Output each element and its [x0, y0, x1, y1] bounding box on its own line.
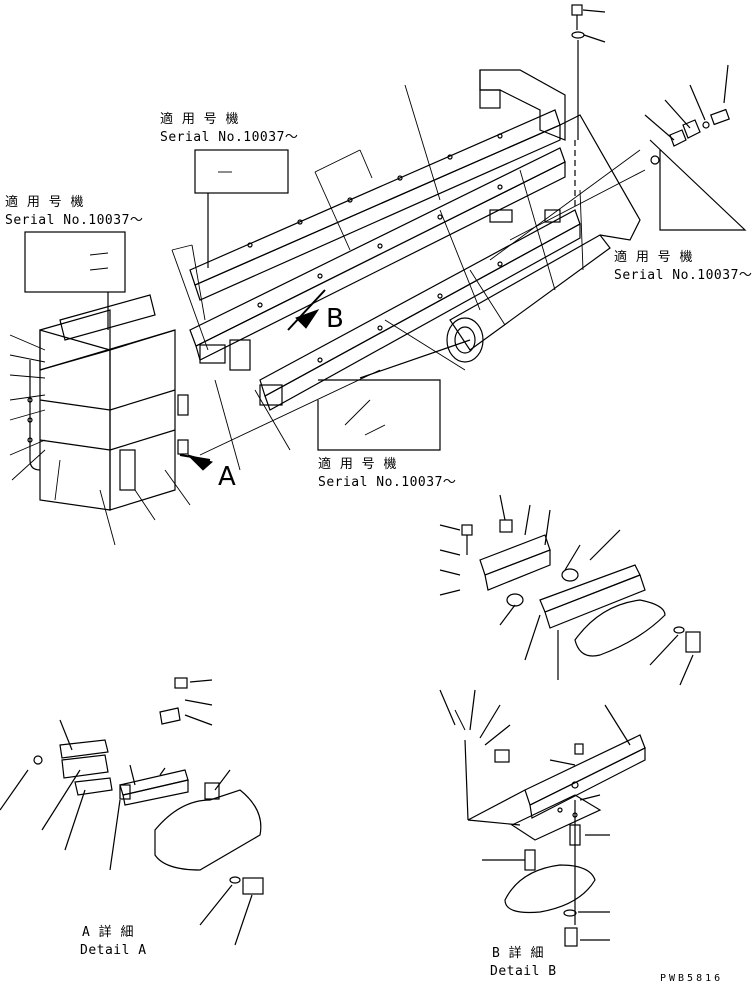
view-b-label: B — [326, 304, 344, 334]
detail-b-title-jp: B 詳 細 — [492, 946, 544, 961]
main-rail-assembly — [189, 69, 641, 411]
view-arrows — [187, 309, 320, 471]
left-frame-assembly — [27, 294, 189, 511]
serial-label-top-mid: Serial No.10037～ — [160, 130, 299, 145]
drawing-code: PWB5816 — [660, 973, 724, 984]
serial-label-left-jp: 適 用 号 機 — [5, 195, 84, 210]
detail-b-title: Detail B — [490, 964, 557, 979]
serial-label-right: Serial No.10037～ — [614, 268, 753, 283]
serial-label-right-jp: 適 用 号 機 — [614, 250, 693, 265]
detail-a-title-jp: A 詳 細 — [82, 925, 134, 940]
serial-label-center-jp: 適 用 号 機 — [318, 457, 397, 472]
view-a-label: A — [218, 462, 236, 492]
detail-a-group — [0, 677, 264, 946]
detail-upper-right — [439, 494, 701, 686]
serial-label-center: Serial No.10037～ — [318, 475, 457, 490]
detail-a-title: Detail A — [80, 943, 147, 958]
serial-callout-frames — [24, 139, 747, 451]
serial-label-top-mid-jp: 適 用 号 機 — [160, 112, 239, 127]
serial-label-left: Serial No.10037～ — [5, 213, 144, 228]
top-right-fasteners — [571, 4, 730, 147]
detail-b-group — [439, 689, 646, 947]
